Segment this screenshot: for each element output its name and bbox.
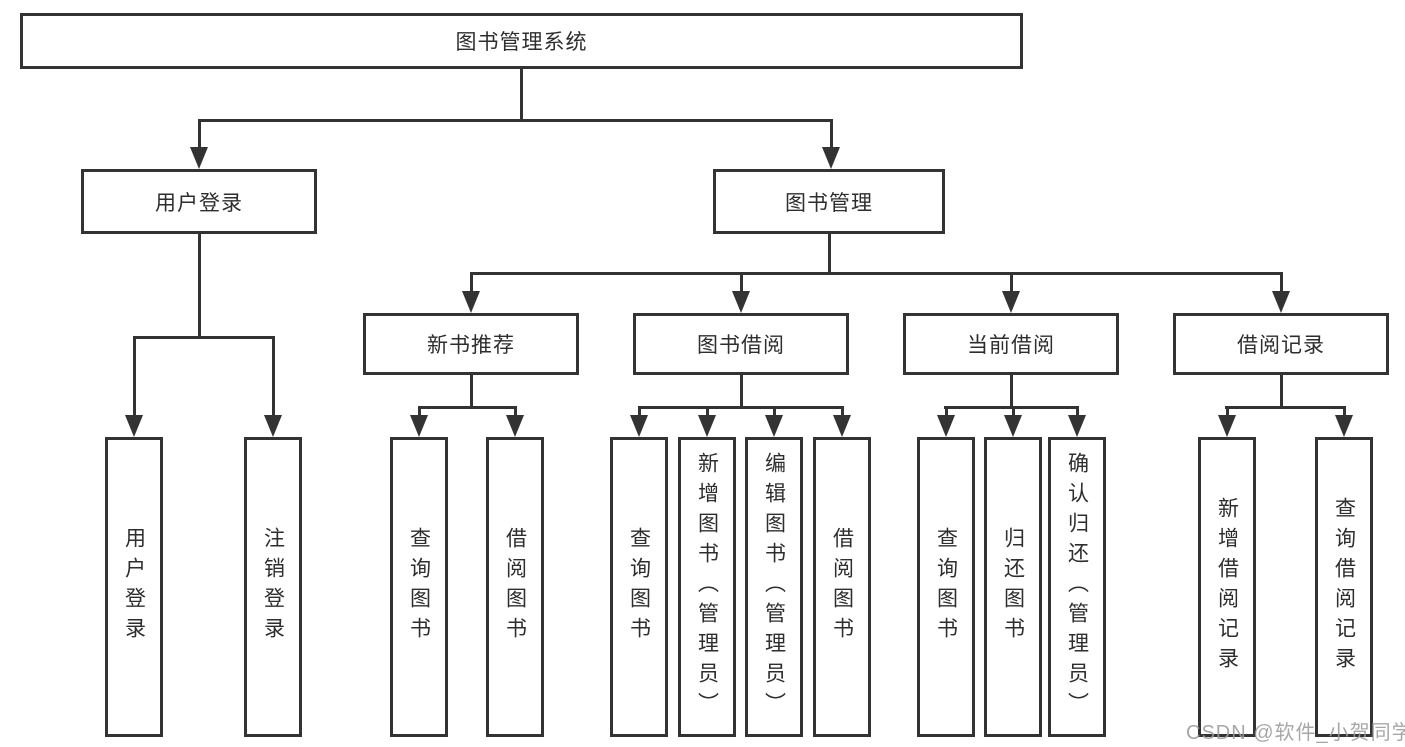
- node-label: 图书管理: [785, 191, 873, 215]
- node-label: 新增借阅记录: [1215, 497, 1239, 677]
- node-label: 查询图书: [627, 527, 651, 647]
- node-label: 编辑图书（管理员）: [762, 452, 786, 722]
- node-label: 新增图书（管理员）: [695, 452, 719, 722]
- node-label: 借阅图书: [830, 527, 854, 647]
- connector-line: [1010, 375, 1013, 408]
- arrow-shaft: [1009, 274, 1013, 291]
- arrow-down-icon: [698, 415, 716, 437]
- node-confirm-return-admin: 确认归还（管理员）: [1048, 437, 1106, 737]
- connector-line: [418, 406, 517, 409]
- arrow-shaft: [1279, 274, 1283, 291]
- arrow-down-icon: [833, 415, 851, 437]
- node-add-books-admin: 新增图书（管理员）: [678, 437, 736, 737]
- arrow-shaft: [705, 407, 709, 415]
- arrow-shaft: [944, 407, 948, 415]
- arrow-shaft: [637, 407, 641, 415]
- arrow-down-icon: [630, 415, 648, 437]
- arrow-down-icon: [1004, 415, 1022, 437]
- arrow-down-icon: [506, 415, 524, 437]
- arrow-shaft: [1075, 407, 1079, 415]
- node-edit-books-admin: 编辑图书（管理员）: [745, 437, 803, 737]
- node-label: 借阅记录: [1237, 334, 1325, 357]
- node-book-borrowing: 图书借阅: [633, 313, 849, 375]
- node-query-books-current: 查询图书: [917, 437, 975, 737]
- connector-line: [520, 69, 523, 121]
- arrow-down-icon: [765, 415, 783, 437]
- node-label: 图书借阅: [697, 334, 785, 357]
- arrow-shaft: [469, 274, 473, 291]
- arrow-down-icon: [1335, 415, 1353, 437]
- arrow-shaft: [840, 407, 844, 415]
- node-root: 图书管理系统: [20, 13, 1023, 69]
- csdn-watermark: CSDN @软件_小贺同学: [1186, 722, 1405, 744]
- arrow-shaft: [417, 407, 421, 415]
- node-label: 确认归还（管理员）: [1065, 452, 1089, 722]
- arrow-down-icon: [937, 415, 955, 437]
- arrow-down-icon: [1068, 415, 1086, 437]
- node-new-book-recommend: 新书推荐: [363, 313, 579, 375]
- arrow-down-icon: [190, 147, 208, 169]
- arrow-down-icon: [410, 415, 428, 437]
- node-user-login: 用户登录: [105, 437, 163, 737]
- connector-line: [198, 234, 201, 338]
- arrow-shaft: [1225, 407, 1229, 415]
- node-label: 注销登录: [261, 527, 285, 647]
- arrow-down-icon: [264, 415, 282, 437]
- node-label: 当前借阅: [967, 334, 1055, 357]
- node-query-borrow-record: 查询借阅记录: [1315, 437, 1373, 737]
- connector-line: [470, 272, 1283, 275]
- arrow-shaft: [1011, 407, 1015, 415]
- node-book-management: 图书管理: [713, 169, 945, 234]
- node-label: 归还图书: [1001, 527, 1025, 647]
- arrow-shaft: [829, 121, 833, 147]
- node-user-login-group: 用户登录: [81, 169, 317, 234]
- node-current-borrowing: 当前借阅: [903, 313, 1119, 375]
- node-borrowing-records: 借阅记录: [1173, 313, 1389, 375]
- arrow-down-icon: [462, 291, 480, 313]
- arrow-shaft: [513, 407, 517, 415]
- connector-line: [1280, 375, 1283, 408]
- node-label: 查询借阅记录: [1332, 497, 1356, 677]
- node-label: 借阅图书: [503, 527, 527, 647]
- arrow-shaft: [772, 407, 776, 415]
- connector-line: [740, 375, 743, 408]
- arrow-down-icon: [1002, 291, 1020, 313]
- node-label: 图书管理系统: [455, 31, 588, 54]
- node-borrow-books-borrowing: 借阅图书: [813, 437, 871, 737]
- arrow-shaft: [271, 336, 275, 415]
- connector-line: [828, 234, 831, 274]
- node-label: 用户登录: [155, 191, 243, 215]
- node-logout: 注销登录: [244, 437, 302, 737]
- arrow-down-icon: [822, 147, 840, 169]
- arrow-down-icon: [732, 291, 750, 313]
- node-label: 新书推荐: [427, 334, 515, 357]
- connector-line: [1225, 406, 1346, 409]
- node-label: 查询图书: [407, 527, 431, 647]
- arrow-shaft: [1342, 407, 1346, 415]
- connector-line: [638, 406, 844, 409]
- connector-line: [198, 119, 833, 122]
- connector-line: [470, 375, 473, 408]
- arrow-shaft: [197, 121, 201, 147]
- node-label: 用户登录: [122, 527, 146, 647]
- node-query-books-recommend: 查询图书: [390, 437, 448, 737]
- connector-line: [133, 336, 275, 339]
- node-borrow-books-recommend: 借阅图书: [486, 437, 544, 737]
- node-return-books: 归还图书: [984, 437, 1042, 737]
- arrow-down-icon: [125, 415, 143, 437]
- arrow-shaft: [739, 274, 743, 291]
- arrow-down-icon: [1272, 291, 1290, 313]
- arrow-shaft: [132, 336, 136, 415]
- node-label: 查询图书: [934, 527, 958, 647]
- node-query-books-borrowing: 查询图书: [610, 437, 668, 737]
- arrow-down-icon: [1218, 415, 1236, 437]
- node-add-borrow-record: 新增借阅记录: [1198, 437, 1256, 737]
